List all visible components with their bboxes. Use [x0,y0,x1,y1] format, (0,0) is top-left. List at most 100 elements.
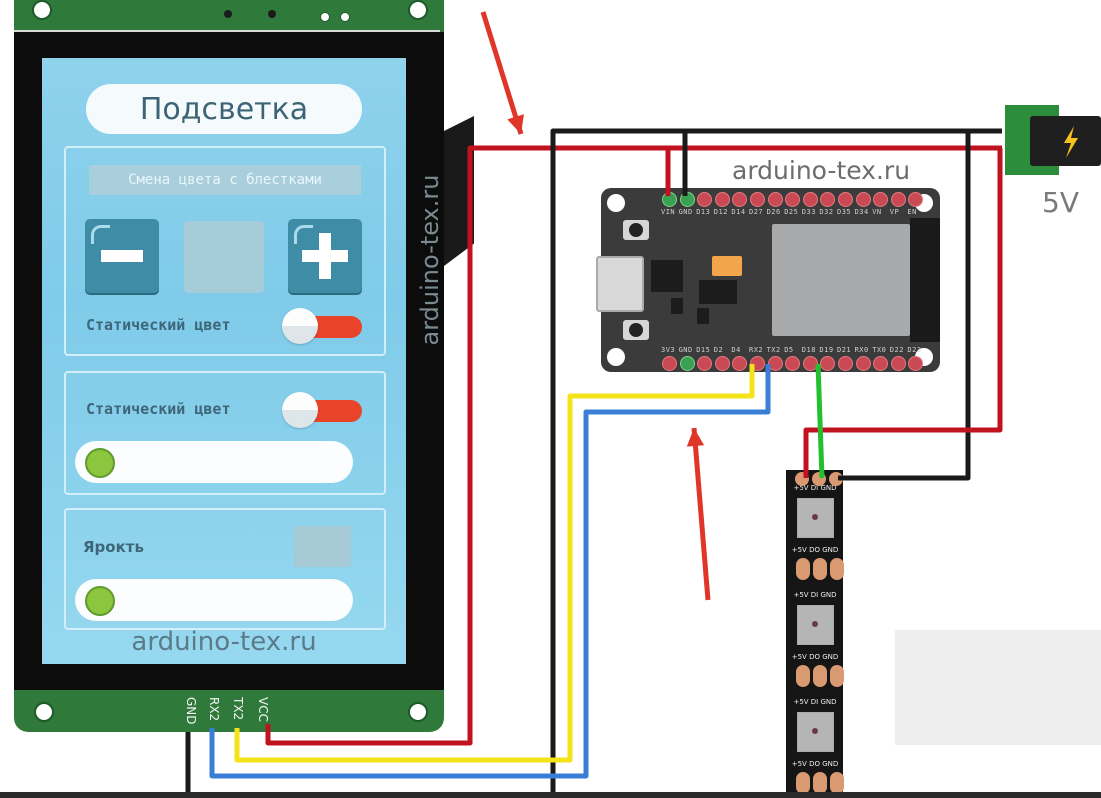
solder-pad [813,772,827,794]
strip-output-label: +5V DO GND [791,653,839,661]
blurred-watermark [895,630,1101,745]
en-button[interactable] [623,220,649,240]
esp-pin-d4 [732,356,748,371]
micro-usb-port[interactable] [596,256,644,312]
esp-watermark: arduino-tex.ru [732,156,911,185]
solder-pad [813,665,827,687]
esp-pin-label: D21 [837,346,852,354]
esp-pin-vn [873,192,889,207]
plus-button[interactable] [288,219,362,293]
esp-pin-d25 [785,192,801,207]
capacitor [712,256,742,276]
esp-pin-label: D22 [889,346,904,354]
esp-pin-label: RX0 [854,346,869,354]
esp-pin-label: TX0 [872,346,887,354]
esp-pin-label: VP [889,208,900,216]
wire-rx [209,364,771,779]
via [224,10,232,18]
solder-pad [830,772,844,794]
slider-thumb[interactable] [85,586,115,616]
minus-button[interactable] [85,219,159,293]
strip-input-label: +5V DI GND [793,698,837,706]
annotation-arrow-top [480,11,524,135]
screen-title: Подсветка [86,84,362,134]
toggle-knob [282,308,318,344]
via [268,10,276,18]
annotation-arrow-bottom-head [686,428,705,447]
esp-wroom-module [772,224,910,336]
via [340,12,350,22]
plus-icon [319,233,331,279]
esp-pin-label: 3V3 [661,346,676,354]
solder-pad [830,558,844,580]
screen-watermark: arduino-tex.ru [131,627,317,657]
esp-pin-tx0 [873,356,889,371]
esp-pin-label: D23 [907,346,922,354]
wire-tx [234,364,755,763]
esp-pin-label: VIN [661,208,676,216]
esp-pin-label: D35 [837,208,852,216]
wire-data [815,363,825,479]
esp-pin-d13 [697,192,713,207]
esp-pin-label: D14 [731,208,746,216]
mount-hole [34,702,54,722]
bottom-bar [0,792,1101,798]
static-color-toggle[interactable] [282,392,364,428]
esp-pin-label: D27 [749,208,764,216]
mount-hole [408,702,428,722]
esp-pin-label: D25 [784,208,799,216]
toggle-knob [282,392,318,428]
esp-pin-label: D2 [713,346,724,354]
ws2812-led [797,605,834,645]
solder-pad [813,558,827,580]
brightness-slider[interactable] [75,579,353,621]
shine [294,225,313,244]
static-color-label: Статический цвет [86,316,231,334]
ws2812-led [797,498,834,538]
esp-pin-label: RX2 [749,346,764,354]
esp-pin-label: D19 [819,346,834,354]
mount-hole [607,194,625,212]
wire-vcc [265,145,1002,746]
transistor [671,298,683,314]
brightness-panel [64,508,386,630]
esp-pin-label: D4 [731,346,741,354]
esp-pin-d5 [785,356,801,371]
color-panel [64,371,386,495]
esp-pin-d12 [714,192,730,207]
brightness-indicator [294,526,351,567]
esp-pin-rx0 [855,356,871,371]
esp-pin-label: D15 [696,346,711,354]
esp-pin-label: D32 [819,208,834,216]
esp-pin-d32 [820,192,836,207]
usb-uart-chip [651,260,683,292]
esp-pin-en [908,192,924,207]
wire-gnd-bus [550,128,1002,798]
mode-label[interactable]: Смена цвета с блестками [89,165,361,195]
mount-hole [408,0,428,20]
esp-pin-d27 [750,192,765,207]
esp-pin-tx2 [767,356,783,371]
esp-pin-d23 [908,356,924,371]
transistor [697,308,709,324]
esp-pin-label: EN [907,208,917,216]
esp-pin-gnd [679,356,695,371]
solder-pad [796,665,810,687]
esp-pin-label: TX2 [766,346,781,354]
esp-pin-d15 [697,356,713,371]
minus-icon [101,250,143,262]
esp-pin-d19 [820,356,836,371]
boot-button[interactable] [623,320,649,340]
esp-pin-label: D13 [696,208,711,216]
esp-pin-d35 [838,192,853,207]
slider-thumb[interactable] [85,448,115,478]
esp-pin-label: D12 [713,208,728,216]
static-color-toggle[interactable] [282,308,364,344]
esp-pin-d21 [838,356,853,371]
color-slider[interactable] [75,441,353,483]
esp-pin-label: D33 [801,208,816,216]
regulator-chip [699,280,737,304]
esp-pin-label: D5 [784,346,794,354]
mount-hole [607,348,625,366]
solder-pad [796,558,810,580]
